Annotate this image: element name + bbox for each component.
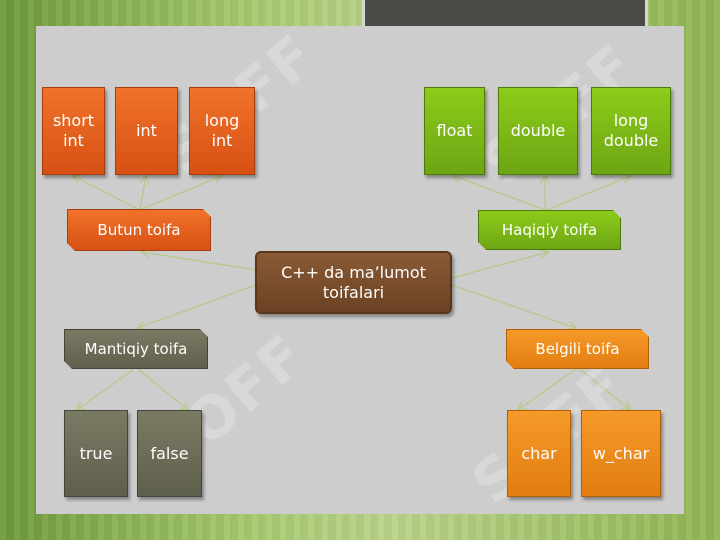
link-character-wchar [579, 368, 630, 410]
link-real-float [454, 176, 546, 211]
type-double: double [498, 87, 578, 175]
category-real: Haqiqiy toifa [478, 210, 621, 250]
type-int: int [115, 87, 178, 175]
type-long-int: long int [189, 87, 255, 175]
category-integer: Butun toifa [67, 209, 211, 251]
type-float: float [424, 87, 485, 175]
link-integer-long [141, 176, 221, 210]
type-w-char: w_char [581, 410, 661, 497]
link-integer-short [73, 176, 139, 210]
link-root-real [451, 252, 548, 279]
link-root-character [451, 284, 576, 328]
category-logical: Mantiqiy toifa [64, 329, 208, 369]
link-integer-int [139, 176, 146, 210]
type-true: true [64, 410, 128, 497]
link-root-logical [138, 284, 257, 328]
link-logical-false [137, 368, 188, 410]
link-character-char [518, 368, 577, 410]
link-real-long-double [546, 176, 630, 211]
type-false: false [137, 410, 202, 497]
link-logical-true [77, 368, 135, 410]
type-short-int: short int [42, 87, 105, 175]
root-node: C++ da ma’lumot toifalari [255, 251, 452, 314]
type-long-double: long double [591, 87, 671, 175]
link-root-integer [142, 252, 257, 271]
category-character: Belgili toifa [506, 329, 649, 369]
type-char: char [507, 410, 571, 497]
